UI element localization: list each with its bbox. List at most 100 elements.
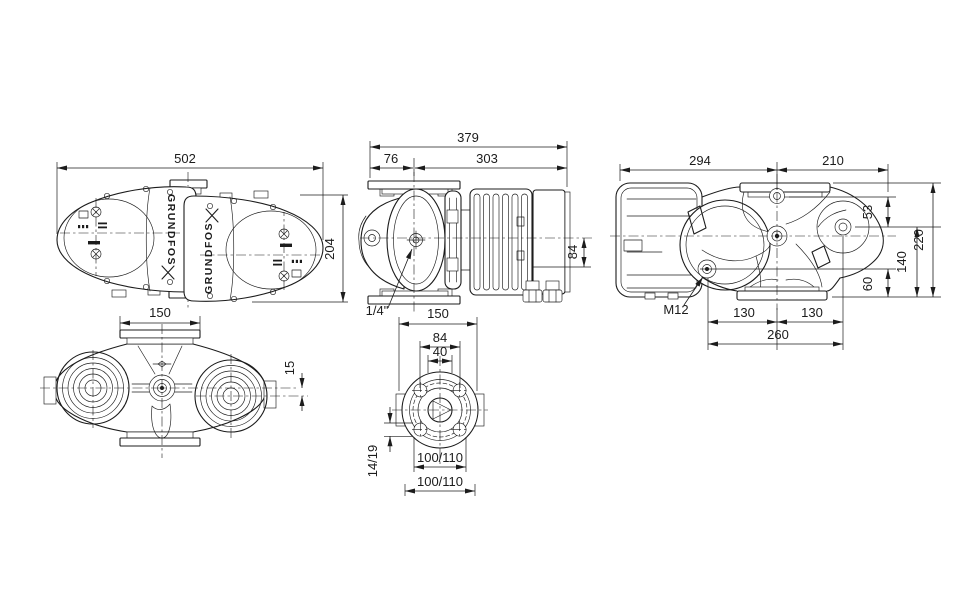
svg-text:15: 15 bbox=[282, 361, 297, 375]
rating-mark bbox=[516, 216, 525, 227]
dim-port-left: 130 bbox=[708, 305, 777, 325]
svg-text:1/4": 1/4" bbox=[366, 303, 389, 318]
dim-flange-to-axis: 76 bbox=[370, 151, 415, 176]
left-port-tab bbox=[43, 376, 57, 405]
svg-text:294: 294 bbox=[689, 153, 711, 168]
svg-text:84: 84 bbox=[433, 330, 447, 345]
center-rib bbox=[151, 403, 172, 439]
rating-mark bbox=[516, 250, 525, 261]
control-panel bbox=[63, 198, 155, 278]
box-foot bbox=[667, 292, 679, 300]
callout-vent-plug: 1/4" bbox=[366, 248, 413, 318]
view-top-twin: GRUNDFOS 502 204 150 bbox=[56, 151, 348, 331]
svg-text:303: 303 bbox=[476, 151, 498, 166]
button-bar-icon bbox=[88, 241, 100, 245]
view-top-single: 294 210 53 60 140 220 M12 bbox=[610, 153, 941, 350]
bolt-hole-icon bbox=[451, 382, 468, 399]
corner-screw-icon bbox=[103, 277, 111, 285]
svg-text:100/110: 100/110 bbox=[417, 474, 463, 489]
svg-text:220: 220 bbox=[911, 229, 926, 251]
box-foot bbox=[644, 292, 656, 300]
svg-text:84: 84 bbox=[565, 245, 580, 259]
end-cap bbox=[532, 189, 571, 295]
svg-text:76: 76 bbox=[384, 151, 398, 166]
bottom-flange bbox=[367, 288, 461, 305]
corner-screw-icon bbox=[167, 279, 173, 285]
cable-gland-icon bbox=[522, 280, 543, 303]
bottom-flange bbox=[736, 290, 828, 301]
dim-flange-od: 150 bbox=[398, 306, 478, 391]
display-icon bbox=[78, 210, 89, 219]
dim-hub: 84 bbox=[419, 330, 461, 388]
side-bolt-icon bbox=[834, 218, 852, 236]
dim-box-height: 84 bbox=[565, 238, 591, 268]
dim-bolt-to-base: 140 bbox=[894, 227, 920, 297]
dim-bolt-hole: 14/19 bbox=[365, 407, 413, 477]
svg-text:40: 40 bbox=[433, 344, 447, 359]
svg-text:260: 260 bbox=[767, 327, 789, 342]
top-flange bbox=[739, 182, 831, 193]
head-foot-tab bbox=[111, 289, 127, 298]
head-seam bbox=[145, 187, 151, 292]
dim-bolt-offset: 53 bbox=[860, 197, 891, 227]
callout-bolt-thread: M12 bbox=[663, 276, 704, 317]
svg-text:130: 130 bbox=[801, 305, 823, 320]
motor-fin-housing bbox=[469, 188, 533, 296]
screw-icon bbox=[90, 248, 102, 260]
dim-port-offset: 15 bbox=[282, 361, 305, 411]
corner-screw-icon bbox=[103, 192, 111, 200]
svg-text:502: 502 bbox=[174, 151, 196, 166]
dim-foot-height: 60 bbox=[860, 269, 891, 297]
svg-text:14/19: 14/19 bbox=[365, 445, 380, 478]
dim-motor-length: 294 bbox=[619, 153, 778, 190]
svg-text:210: 210 bbox=[822, 153, 844, 168]
top-flange bbox=[119, 329, 201, 339]
corner-screw-icon bbox=[142, 185, 150, 193]
svg-text:130: 130 bbox=[733, 305, 755, 320]
dim-axis-to-end: 303 bbox=[415, 151, 567, 171]
grundfos-logo-icon bbox=[161, 265, 175, 280]
svg-text:140: 140 bbox=[894, 251, 909, 273]
lift-slot bbox=[687, 205, 707, 235]
box-vent bbox=[623, 239, 643, 252]
clamp-ring bbox=[444, 190, 462, 290]
view-side: 379 76 303 84 1/4" 150 bbox=[358, 130, 592, 391]
screw-icon bbox=[90, 206, 102, 218]
brand-wordmark: GRUNDFOS bbox=[165, 194, 177, 266]
top-flange-step bbox=[126, 337, 194, 345]
dim-total-length: 379 bbox=[369, 130, 568, 187]
view-flange: 84 40 14/19 100/110 100/110 bbox=[365, 330, 488, 496]
dim-port-right: 130 bbox=[777, 305, 843, 325]
svg-text:150: 150 bbox=[427, 306, 449, 321]
dim-bolt-circle-b: 100/110 bbox=[404, 474, 476, 496]
bottom-flange-step bbox=[126, 431, 194, 439]
bolt-hole-icon bbox=[451, 421, 468, 438]
bolt-hole-icon bbox=[412, 382, 429, 399]
lift-slot bbox=[811, 245, 831, 269]
svg-text:M12: M12 bbox=[663, 302, 688, 317]
pump-head-rotated bbox=[183, 190, 324, 303]
dim-housing-length: 210 bbox=[777, 153, 889, 192]
svg-text:100/110: 100/110 bbox=[417, 450, 463, 465]
dim-port-flange-width: 150 bbox=[119, 305, 201, 331]
svg-text:204: 204 bbox=[322, 238, 337, 260]
view-front-twin: 15 bbox=[40, 324, 308, 458]
svg-text:53: 53 bbox=[860, 205, 875, 219]
pump-head: GRUNDFOS bbox=[56, 185, 197, 298]
dim-overall-height: 204 bbox=[252, 194, 348, 303]
bolt-hole-icon bbox=[412, 421, 429, 438]
svg-text:150: 150 bbox=[149, 305, 171, 320]
dim-bolt-span: 260 bbox=[708, 327, 843, 347]
dim-overall-width: 502 bbox=[56, 151, 324, 240]
vent-plug-icon bbox=[406, 230, 426, 250]
cable-gland-icon bbox=[542, 280, 563, 303]
head-circle bbox=[679, 199, 771, 291]
pump-body bbox=[679, 182, 884, 301]
button-row-icon bbox=[78, 222, 107, 229]
corner-screw-icon bbox=[167, 189, 173, 195]
corner-screw-icon bbox=[142, 283, 150, 291]
bottom-flange bbox=[119, 437, 201, 447]
dim-bore: 40 bbox=[427, 344, 453, 373]
